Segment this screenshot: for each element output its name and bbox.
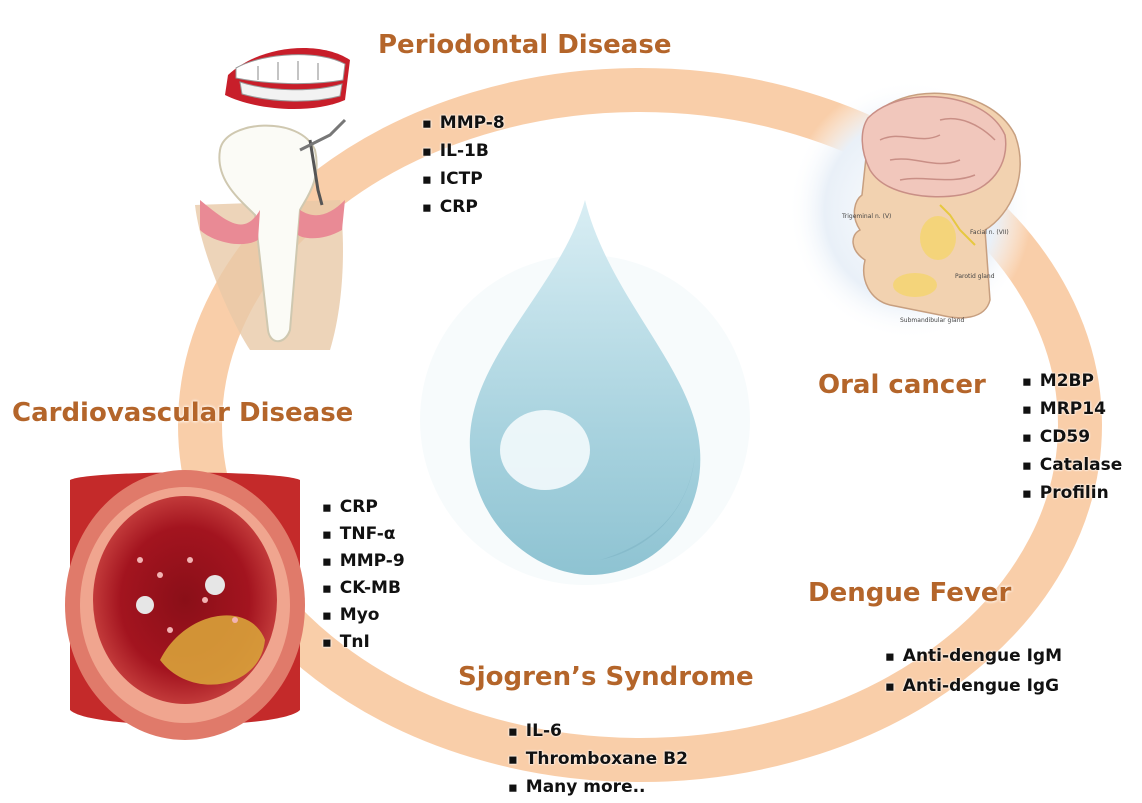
saliva-drop-icon xyxy=(470,200,701,575)
periodontal-title: Periodontal Disease xyxy=(378,30,671,60)
marker-item: CRP xyxy=(322,494,405,521)
dengue-title: Dengue Fever xyxy=(808,578,1011,608)
oral-cancer-title: Oral cancer xyxy=(818,370,986,400)
sjogren-title: Sjogren’s Syndrome xyxy=(458,662,754,692)
submandibular-label: Submandibular gland xyxy=(900,317,965,324)
marker-item: M2BP xyxy=(1022,368,1122,396)
marker-item: MRP14 xyxy=(1022,396,1122,424)
marker-item: IL-1B xyxy=(422,138,505,166)
marker-item: CK-MB xyxy=(322,575,405,602)
dengue-markers: Anti-dengue IgM Anti-dengue IgG xyxy=(885,642,1062,702)
marker-item: CD59 xyxy=(1022,424,1122,452)
marker-item: Myo xyxy=(322,602,405,629)
marker-item: TNF-α xyxy=(322,521,405,548)
marker-item: Anti-dengue IgM xyxy=(885,642,1062,672)
teeth-icon xyxy=(225,48,350,109)
artery-icon xyxy=(65,470,305,740)
periodontal-markers: MMP-8 IL-1B ICTP CRP xyxy=(422,110,505,222)
oral-cancer-markers: M2BP MRP14 CD59 Catalase Profilin xyxy=(1022,368,1122,508)
head-anatomy-icon xyxy=(788,80,1032,340)
marker-item: MMP-8 xyxy=(422,110,505,138)
parotid-label: Parotid gland xyxy=(955,273,995,280)
cardiovascular-markers: CRP TNF-α MMP-9 CK-MB Myo TnI xyxy=(322,494,405,656)
cardiovascular-title: Cardiovascular Disease xyxy=(12,398,353,428)
marker-item: Thromboxane B2 xyxy=(508,746,688,774)
marker-item: MMP-9 xyxy=(322,548,405,575)
marker-item: Profilin xyxy=(1022,480,1122,508)
facial-label: Facial n. (VII) xyxy=(970,229,1009,236)
marker-item: Catalase xyxy=(1022,452,1122,480)
trigeminal-label: Trigeminal n. (V) xyxy=(841,213,891,220)
sjogren-markers: IL-6 Thromboxane B2 Many more.. xyxy=(508,718,688,802)
marker-item: CRP xyxy=(422,194,505,222)
marker-item: Many more.. xyxy=(508,774,688,802)
marker-item: TnI xyxy=(322,629,405,656)
marker-item: Anti-dengue IgG xyxy=(885,672,1062,702)
marker-item: IL-6 xyxy=(508,718,688,746)
marker-item: ICTP xyxy=(422,166,505,194)
